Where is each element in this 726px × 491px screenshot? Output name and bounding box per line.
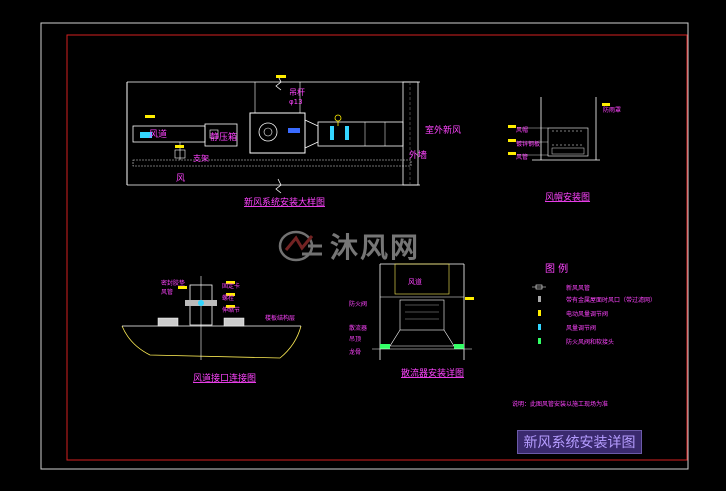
legend-note: 说明：此图风管安装以施工现场为准 [512, 400, 608, 408]
diffuser-detail [372, 263, 474, 360]
label-support: 支架 [193, 153, 209, 163]
legend-title: 图 例 [545, 262, 568, 275]
label-fan: 风 [176, 173, 185, 184]
inner-frame [66, 34, 688, 461]
legend-item-3: 风量调节阀 [566, 324, 596, 332]
cap-label-2: 镀锌钢板 [516, 140, 540, 148]
main-detail-caption: 新风系统安装大样图 [244, 196, 325, 208]
diffuser-label-b: 散流器 [349, 324, 367, 332]
legend-item-0: 新风风管 [566, 284, 590, 292]
pipe-label-4: 伸缩节 [222, 306, 240, 314]
cap-detail-caption: 风帽安装图 [545, 191, 590, 203]
pipe-label-3: 螺栓 [222, 294, 234, 302]
label-static-box: 静压箱 [210, 131, 237, 143]
outer-frame [40, 22, 689, 470]
watermark-logo-icon [278, 230, 322, 262]
legend-symbols [532, 284, 546, 344]
watermark: 沐风网 [278, 226, 420, 266]
cap-label-1: 风帽 [516, 126, 528, 134]
legend-item-1: 带有金属屋面时风口（带过滤网） [566, 296, 656, 304]
pipe-detail-caption: 风道接口连接图 [193, 372, 256, 384]
watermark-text: 沐风网 [330, 231, 421, 264]
cap-label-3: 风管 [516, 153, 528, 161]
legend-item-4: 防火风阀和软接头 [566, 338, 614, 346]
label-outdoor-fresh-air: 室外新风 [425, 124, 461, 136]
legend-item-2: 电动风量调节阀 [566, 310, 608, 318]
cap-detail [508, 97, 610, 161]
diffuser-label-c: 吊顶 [349, 336, 361, 343]
pipe-label-2: 固定卡 [222, 282, 240, 290]
diffuser-label-duct: 风道 [408, 277, 422, 286]
cap-label-0: 防雨罩 [603, 106, 621, 114]
pipe-detail [121, 276, 302, 360]
drawing-title-block: 新风系统安装详图 [517, 430, 642, 454]
pipe-label-1: 风管 [161, 288, 173, 296]
pipe-label-0: 密封胶垫 [161, 279, 185, 287]
drawing-title: 新风系统安装详图 [523, 435, 636, 451]
diffuser-label-a: 防火阀 [349, 300, 367, 308]
label-duct: 风道 [149, 128, 167, 140]
pipe-label-5: 楼板结构层 [265, 314, 295, 322]
label-hanger: 吊杆 [289, 87, 305, 97]
main-detail [126, 75, 420, 194]
label-outer-wall: 外墙 [409, 149, 427, 161]
diffuser-detail-caption: 散流器安装详图 [401, 367, 464, 379]
diffuser-label-d: 龙骨 [349, 348, 361, 356]
label-hanger-dia: φ13 [289, 98, 303, 106]
